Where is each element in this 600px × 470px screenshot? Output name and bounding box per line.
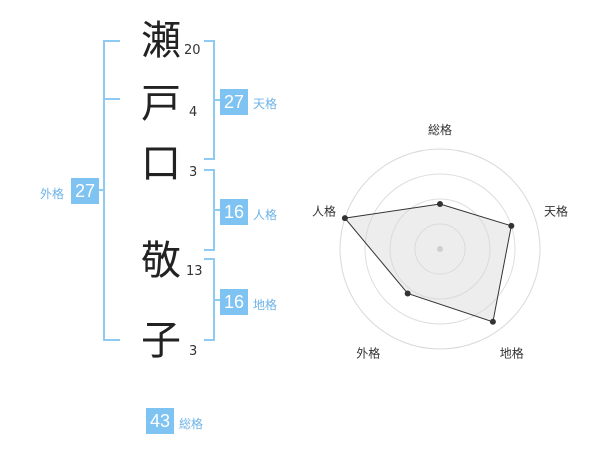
radar-ring-1 (414, 223, 466, 275)
radar-point-4 (404, 290, 411, 297)
radar-axis-label-4: 外格 (356, 346, 380, 361)
radar-axis-label-3: 地格 (500, 346, 524, 361)
soukaku-label: 総格 (179, 417, 204, 431)
radar-series-polygon (343, 203, 512, 323)
chikaku-label: 地格 (253, 298, 278, 312)
name-char-5: 子 (141, 318, 181, 364)
chikaku-bracket (204, 258, 220, 341)
name-char-2: 戸 (141, 81, 181, 127)
name-char-4: 敬 (141, 238, 181, 284)
radar-point-1 (437, 201, 443, 207)
radar-ring-3 (364, 173, 516, 325)
radar-axis-label-5: 人格 (312, 203, 336, 218)
gaikaku-label: 外格 (40, 187, 65, 201)
radar-center-dot (437, 246, 443, 252)
jinkaku-bracket (204, 169, 220, 251)
stroke-count-2: 4 (189, 105, 198, 120)
stroke-count-4: 13 (186, 264, 203, 279)
jinkaku-label: 人格 (253, 208, 278, 222)
radar-point-3 (489, 318, 496, 325)
tenkaku-value: 27 (220, 89, 248, 115)
radar-point-5 (341, 215, 348, 222)
gaikaku-value: 27 (71, 178, 99, 204)
tenkaku-label: 天格 (253, 97, 278, 111)
gaikaku-bracket (98, 40, 120, 341)
soukaku-value: 43 (146, 408, 174, 434)
radar-ring-2 (389, 198, 491, 300)
stroke-count-3: 3 (189, 165, 198, 180)
tenkaku-bracket (204, 40, 220, 160)
radar-point-2 (508, 222, 515, 229)
stroke-count-1: 20 (184, 43, 201, 58)
jinkaku-value: 16 (220, 199, 248, 225)
name-char-3: 口 (141, 141, 181, 187)
chikaku-value: 16 (220, 289, 248, 315)
stroke-count-5: 3 (189, 344, 198, 359)
radar-axis-label-1: 総格 (428, 122, 452, 137)
radar-axis-label-2: 天格 (544, 203, 568, 218)
name-char-1: 瀬 (141, 18, 181, 64)
